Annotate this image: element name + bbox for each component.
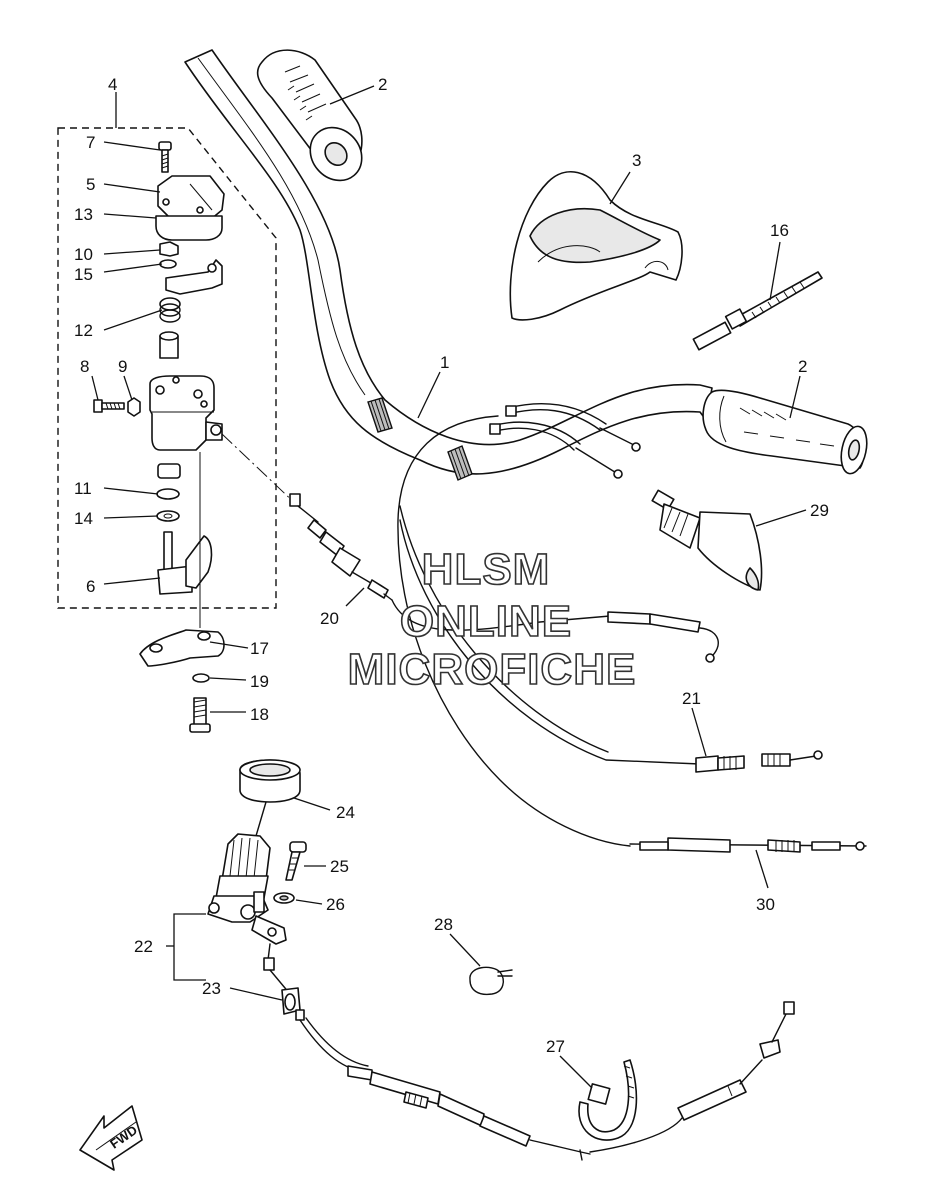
callout-18: 18 [250, 705, 269, 724]
callout-22: 22 [134, 937, 153, 956]
callout-3: 3 [632, 151, 641, 170]
callout-19: 19 [250, 672, 269, 691]
callout-9: 9 [118, 357, 127, 376]
callout-7: 7 [86, 133, 95, 152]
cable-23 [263, 943, 795, 1161]
callout-30: 30 [756, 895, 775, 914]
fwd-arrow: FWD [79, 1105, 143, 1171]
nut-10 [159, 241, 179, 257]
knurl-left [367, 397, 393, 433]
callout-12: 12 [74, 321, 93, 340]
knurl-right [447, 445, 473, 481]
callout-27: 27 [546, 1037, 565, 1056]
bolt-8 [93, 399, 125, 413]
callout-21: 21 [682, 689, 701, 708]
bolt-18 [189, 697, 211, 733]
washer-19 [192, 673, 210, 683]
spring-12 [159, 297, 181, 323]
cable-tie [692, 271, 823, 351]
callout-1: 1 [440, 353, 449, 372]
clip-28 [469, 966, 513, 996]
callout-4: 4 [108, 75, 117, 94]
watermark-line-2: ONLINE [400, 597, 572, 646]
callout-11: 11 [74, 479, 92, 498]
cap-24 [239, 759, 301, 803]
cover-plate-5 [157, 175, 225, 221]
watermark: HLSM ONLINE MICROFICHE [347, 544, 637, 695]
cap-axis [255, 801, 267, 837]
strap-27 [578, 1059, 638, 1141]
throttle-lever-6 [157, 531, 213, 595]
reservoir [207, 833, 287, 945]
washer-26 [273, 892, 295, 904]
callout-8: 8 [80, 357, 89, 376]
callout-2-top: 2 [378, 75, 387, 94]
cable-21 [399, 505, 823, 773]
nut-9 [127, 397, 141, 417]
upper-cables [489, 403, 641, 479]
bushing [159, 331, 179, 359]
leader-lines [91, 85, 807, 1089]
cable-20 [221, 433, 393, 601]
seal [157, 463, 181, 479]
handlebar-cover [509, 170, 683, 321]
callout-numbers: 4 7 5 13 10 15 12 8 9 11 14 6 17 19 18 2… [74, 75, 829, 1056]
callout-26: 26 [326, 895, 345, 914]
assembly-box-4 [57, 127, 277, 609]
washer-11 [156, 488, 180, 500]
callout-23: 23 [202, 979, 221, 998]
washer-15 [159, 259, 177, 269]
callout-13: 13 [74, 205, 93, 224]
handlebar [184, 49, 713, 481]
throttle-housing [149, 375, 223, 451]
watermark-line-1: HLSM [422, 545, 551, 594]
watermark-line-3: MICROFICHE [348, 645, 637, 694]
cable-30 [397, 415, 867, 853]
callout-24: 24 [336, 803, 355, 822]
washer-14 [156, 510, 180, 522]
right-grip [702, 389, 868, 475]
callout-28: 28 [434, 915, 453, 934]
gasket-13 [155, 215, 223, 241]
callout-17: 17 [250, 639, 269, 658]
callout-20: 20 [320, 609, 339, 628]
throttle-cable-loop [391, 599, 719, 663]
lever-bracket [165, 259, 223, 295]
callout-25: 25 [330, 857, 349, 876]
leader-22-23 [173, 913, 206, 981]
callout-2-right: 2 [798, 357, 807, 376]
callout-15: 15 [74, 265, 93, 284]
callout-10: 10 [74, 245, 93, 264]
left-grip [256, 49, 363, 182]
callout-16: 16 [770, 221, 789, 240]
screw-7 [158, 141, 172, 173]
screw-25 [285, 841, 307, 881]
clamp-17 [139, 629, 225, 667]
callout-29: 29 [810, 501, 829, 520]
callout-14: 14 [74, 509, 93, 528]
throttle-boot [651, 489, 763, 591]
callout-6: 6 [86, 577, 95, 596]
callout-5: 5 [86, 175, 95, 194]
